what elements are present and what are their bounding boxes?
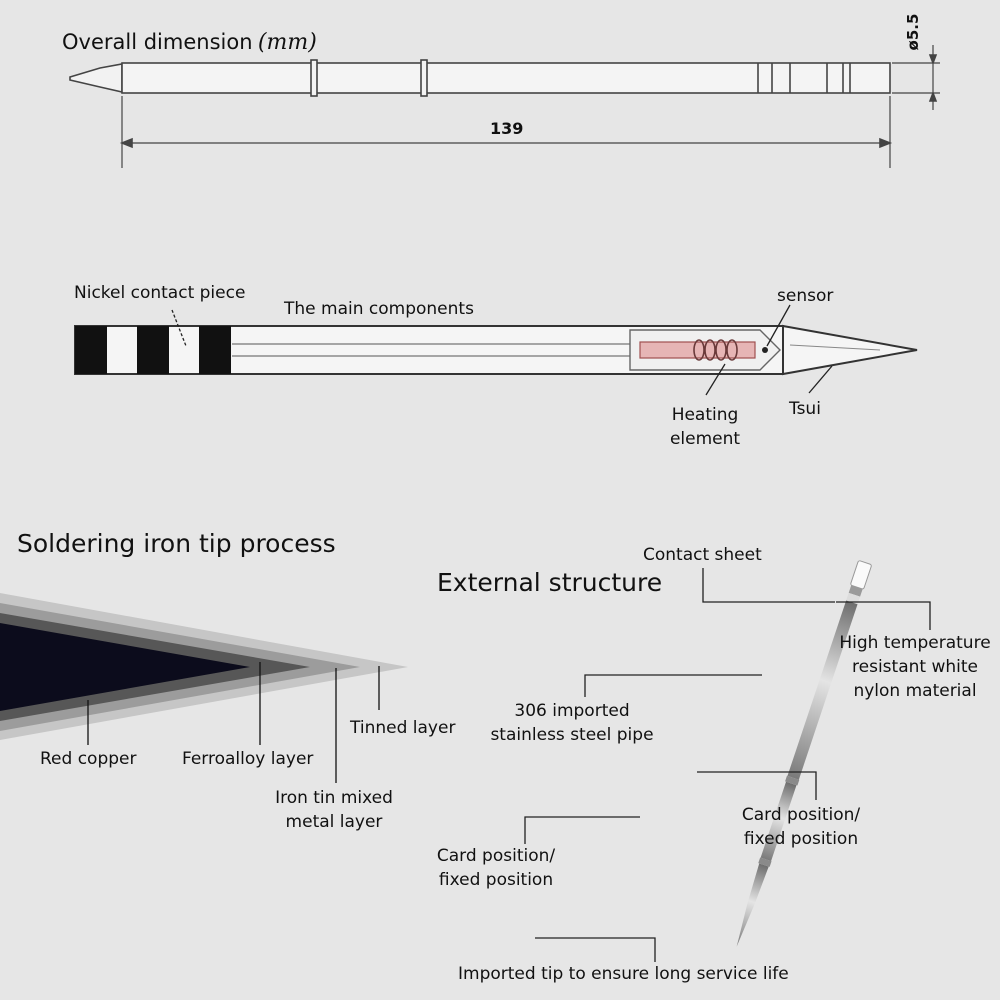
- dimension-unit: (mm): [257, 30, 317, 55]
- imported-tip-label: Imported tip to ensure long service life: [458, 964, 789, 984]
- red-copper-core: [0, 623, 250, 711]
- tip-label: Tsui: [789, 399, 821, 419]
- heating-leader: [705, 363, 726, 396]
- external-title: External structure: [437, 568, 663, 597]
- components-title: The main components: [284, 299, 474, 319]
- dimension-groove: [310, 59, 318, 97]
- nickel-contact-label: Nickel contact piece: [74, 283, 246, 303]
- tip-leader: [808, 365, 833, 394]
- contact-sheet-leader: [702, 568, 835, 603]
- card-left-label: Card position/ fixed position: [428, 844, 564, 892]
- dimension-title-group: Overall dimension (mm): [62, 30, 317, 56]
- sensor-label: sensor: [777, 286, 834, 306]
- nickel-band: [75, 326, 107, 374]
- iron-tin-label: Iron tin mixed metal layer: [262, 786, 406, 834]
- sensor-point: [762, 347, 768, 353]
- tinned-label: Tinned layer: [350, 718, 456, 738]
- sensor-leader: [766, 304, 791, 347]
- card-right-label: Card position/ fixed position: [733, 803, 869, 851]
- card-right-label-line2: fixed position: [743, 829, 859, 849]
- card-left-label-line2: fixed position: [438, 870, 554, 890]
- heating-element-label: Heating element: [660, 403, 750, 451]
- dimension-barrel: [121, 62, 891, 94]
- nickel-leader: [171, 309, 187, 347]
- nickel-band: [199, 326, 231, 374]
- pipe-label: 306 imported stainless steel pipe: [479, 699, 665, 747]
- external-tip: [736, 863, 769, 947]
- dimension-title: Overall dimension: [62, 30, 253, 54]
- imported-tip-leader: [535, 937, 656, 962]
- process-title: Soldering iron tip process: [17, 529, 336, 558]
- card-right-label-line1: Card position/: [741, 805, 861, 825]
- heating-label-line2: element: [669, 429, 741, 449]
- steel-pipe: [787, 600, 858, 780]
- iron-tin-label-line2: metal layer: [285, 812, 383, 832]
- heating-label-line1: Heating: [671, 405, 739, 425]
- nylon-label-line3: nylon material: [853, 681, 977, 701]
- card-left-leader: [524, 816, 640, 844]
- iron-tin-label-line1: Iron tin mixed: [275, 788, 393, 808]
- nylon-label-line2: resistant white: [852, 657, 978, 677]
- nylon-label-line1: High temperature: [839, 633, 991, 653]
- contact-sheet-label: Contact sheet: [643, 545, 762, 565]
- card-left-label-line1: Card position/: [436, 846, 556, 866]
- pipe-label-line2: stainless steel pipe: [490, 725, 654, 745]
- nylon-leader: [836, 601, 931, 630]
- components-tip: [782, 324, 918, 376]
- nylon-cap: [850, 560, 872, 590]
- red-copper-label: Red copper: [40, 749, 137, 769]
- pipe-label-line1: 306 imported: [514, 701, 630, 721]
- pipe-leader: [584, 674, 762, 697]
- length-value: 139: [490, 119, 524, 138]
- contact-sheet-band: [848, 585, 863, 597]
- dimension-groove: [420, 59, 428, 97]
- ferroalloy-label: Ferroalloy layer: [182, 749, 314, 769]
- nylon-label: High temperature resistant white nylon m…: [830, 631, 1000, 703]
- card-right-leader: [697, 771, 817, 800]
- nickel-band: [137, 326, 169, 374]
